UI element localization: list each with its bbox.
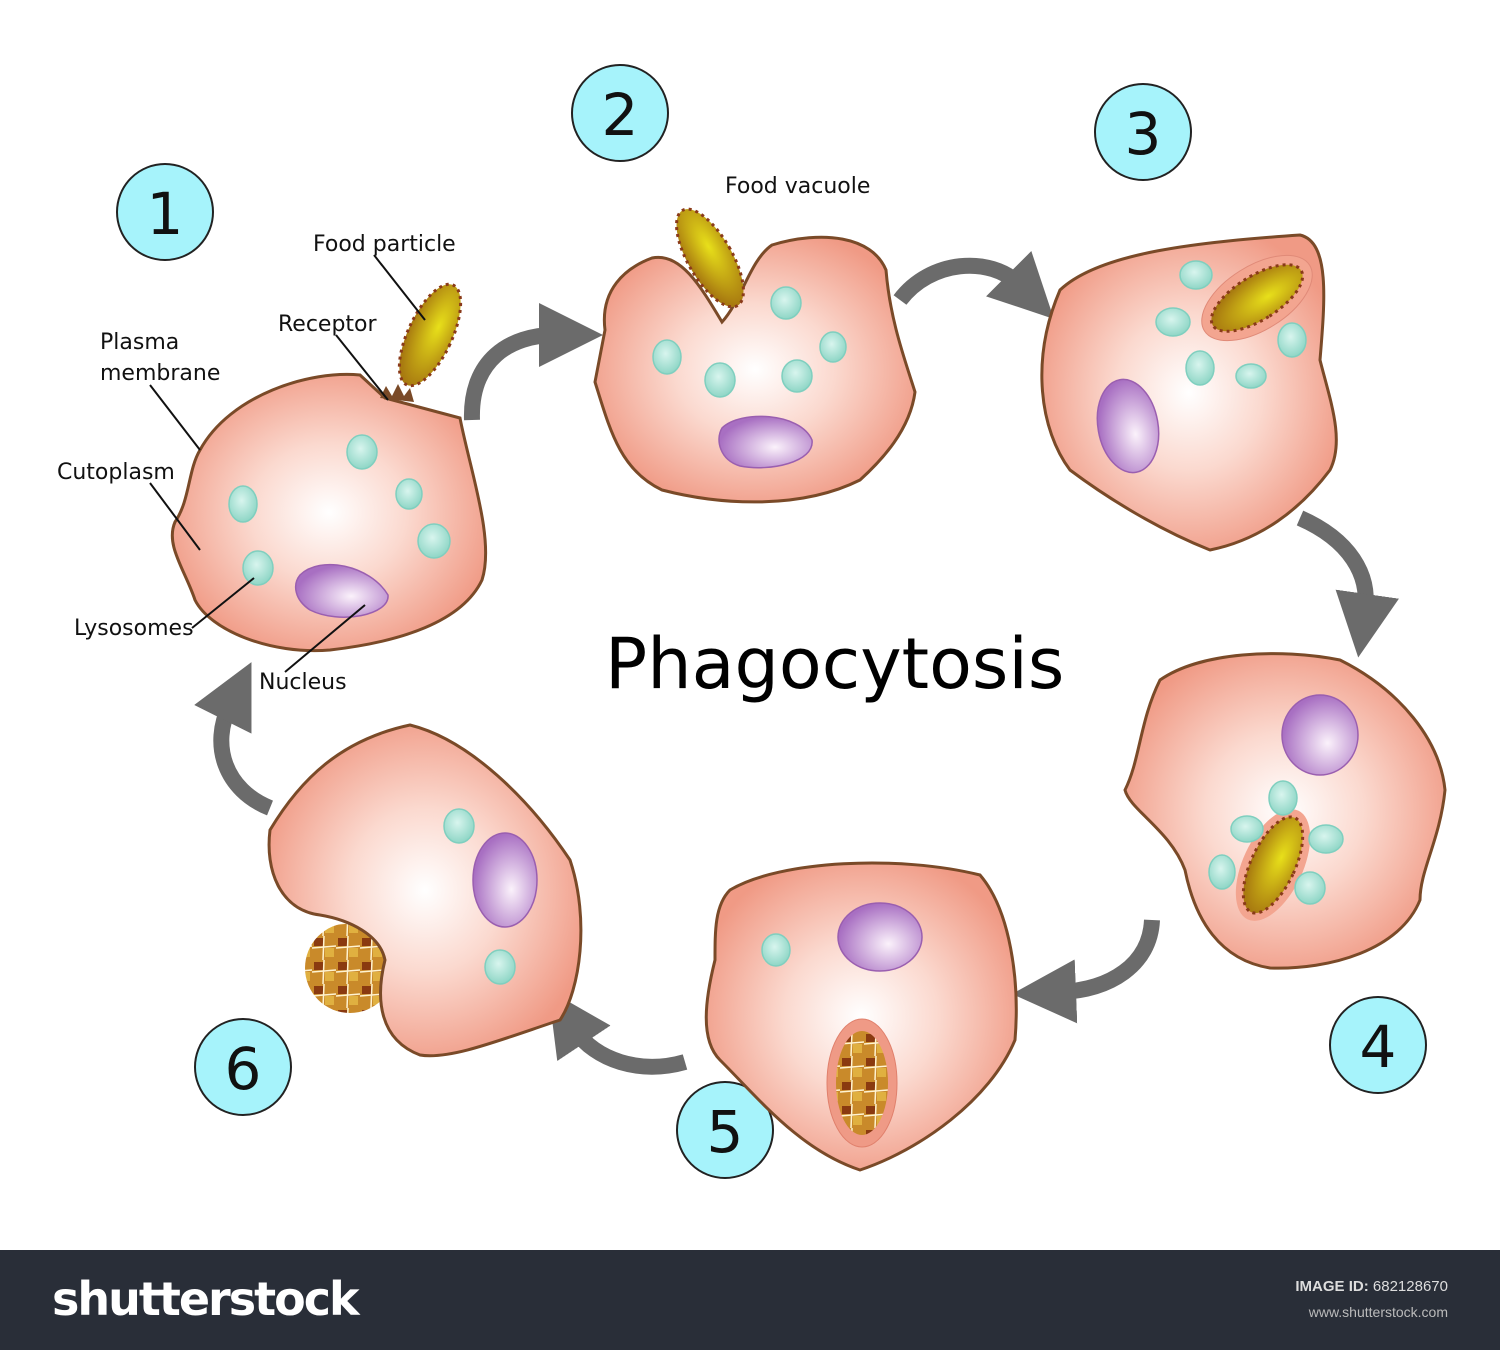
svg-text:5: 5 — [707, 1098, 744, 1166]
arrow-6-to-1 — [194, 662, 274, 816]
footer-bar: shutterstock IMAGE ID: 682128670 www.shu… — [0, 1250, 1500, 1350]
label-food-vacuole: Food vacuole — [725, 174, 870, 199]
cell-stage-6 — [267, 723, 583, 1058]
diagram-title: Phagocytosis — [605, 623, 1064, 705]
step-badge-4: 4 — [1329, 996, 1427, 1094]
phagocytosis-diagram: Phagocytosis 1 2 3 4 5 6 Food particle R… — [57, 64, 1447, 1179]
step-badge-3: 3 — [1094, 83, 1192, 181]
cell-stage-2 — [593, 207, 917, 504]
step-badge-1: 1 — [116, 163, 214, 261]
step-badge-6: 6 — [194, 1018, 292, 1116]
cell-stage-5 — [704, 861, 1018, 1172]
svg-text:3: 3 — [1125, 100, 1162, 168]
arrow-3-to-4 — [1296, 510, 1399, 658]
cell-stage-4 — [1123, 652, 1447, 970]
svg-text:2: 2 — [602, 81, 639, 149]
step-badge-2: 2 — [571, 64, 669, 162]
label-plasma-membrane-line1: Plasma — [100, 330, 179, 355]
label-receptor: Receptor — [278, 312, 378, 337]
svg-text:4: 4 — [1360, 1013, 1397, 1081]
arrow-4-to-5 — [1012, 919, 1160, 1024]
svg-text:6: 6 — [225, 1035, 262, 1103]
svg-text:1: 1 — [147, 180, 184, 248]
brand-logo[interactable]: shutterstock — [52, 1272, 360, 1326]
image-id: IMAGE ID: 682128670 — [1295, 1278, 1448, 1295]
image-id-label: IMAGE ID: — [1295, 1278, 1369, 1295]
label-cytoplasm: Cutoplasm — [57, 460, 175, 485]
cell-stage-3 — [1040, 233, 1338, 552]
step-badge-5: 5 — [676, 1081, 774, 1179]
label-food-particle: Food particle — [313, 232, 456, 257]
label-plasma-membrane-line2: membrane — [100, 361, 220, 386]
arrow-5-to-6 — [548, 990, 688, 1075]
arrow-2-to-3 — [893, 251, 1054, 319]
arrow-1-to-2 — [463, 303, 603, 421]
label-nucleus: Nucleus — [259, 670, 347, 695]
label-lysosomes: Lysosomes — [74, 616, 194, 641]
site-link[interactable]: www.shutterstock.com — [1308, 1304, 1448, 1320]
image-id-value: 682128670 — [1372, 1278, 1448, 1295]
